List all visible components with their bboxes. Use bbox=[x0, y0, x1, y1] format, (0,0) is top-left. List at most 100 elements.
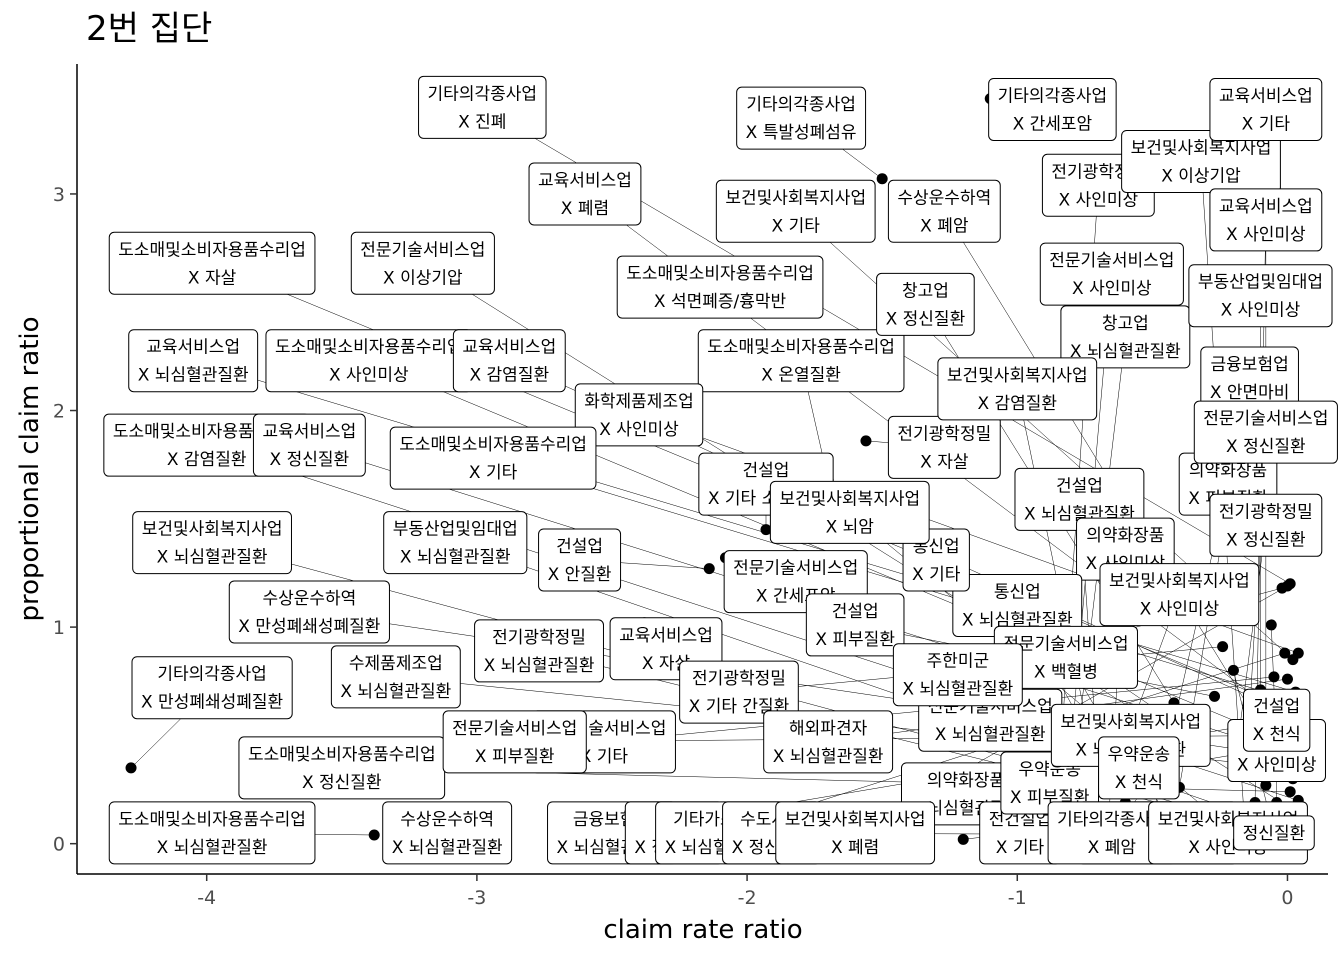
label-disease: X 폐렴 bbox=[831, 838, 879, 858]
label-industry: 건설업 bbox=[743, 461, 790, 481]
point-label: 전기광학정밀 X 기타 간질환 bbox=[679, 660, 799, 724]
label-disease: X 백혈병 bbox=[1034, 662, 1098, 682]
label-box bbox=[383, 511, 528, 575]
label-disease: X 자살 bbox=[642, 654, 691, 674]
label-box bbox=[805, 593, 905, 657]
scatter-point bbox=[876, 173, 888, 185]
label-box bbox=[937, 357, 1098, 421]
chart-title: 2번 집단 bbox=[86, 9, 212, 49]
label-disease: X 폐암 bbox=[1088, 838, 1137, 858]
label-box bbox=[330, 645, 461, 709]
point-label: 보건및사회복지사업 X 뇌심혈관질환 bbox=[132, 511, 292, 575]
label-industry: 전기광학정밀 bbox=[692, 669, 786, 689]
label-industry: 도소매및소비자용품수리업 bbox=[399, 435, 587, 455]
label-industry: 건설업 bbox=[1253, 697, 1300, 717]
label-disease: X 특발성폐섬유 bbox=[746, 123, 857, 143]
label-box bbox=[715, 179, 876, 243]
x-tick-label: 0 bbox=[1281, 887, 1293, 909]
scatter-point bbox=[1279, 647, 1291, 659]
label-disease: X 폐렴 bbox=[561, 199, 609, 219]
label-disease: X 폐암 bbox=[920, 216, 969, 236]
label-box bbox=[574, 383, 704, 447]
label-disease: X 자살 bbox=[188, 268, 237, 288]
x-tick-label: -2 bbox=[738, 887, 757, 909]
x-tick-label: -3 bbox=[467, 887, 486, 909]
label-box bbox=[128, 329, 259, 393]
scatter-point bbox=[703, 563, 715, 575]
label-disease: X 피부질환 bbox=[475, 747, 555, 767]
label-box bbox=[892, 643, 1023, 707]
label-disease: X 기타 간질환 bbox=[689, 697, 790, 717]
label-disease: X 사인미상 bbox=[1059, 190, 1139, 210]
label-box bbox=[131, 656, 293, 720]
label-disease: X 만성폐쇄성폐질환 bbox=[141, 693, 283, 713]
label-disease: X 안면마비 bbox=[1210, 383, 1290, 403]
label-disease: X 진폐 bbox=[458, 112, 506, 132]
x-tick-label: -1 bbox=[1008, 887, 1027, 909]
label-box bbox=[108, 801, 316, 865]
label-industry: 보건및사회복지사업 bbox=[785, 810, 926, 830]
label-industry: 교육서비스업 bbox=[1219, 86, 1313, 106]
label-industry: 건설업 bbox=[556, 537, 603, 557]
label-industry: 기타의각종사업 bbox=[746, 95, 855, 115]
label-industry: 도소매및소비자용품수리업 bbox=[248, 745, 436, 765]
label-disease: X 이상기압 bbox=[1161, 166, 1241, 186]
label-box bbox=[1060, 305, 1191, 369]
label-industry: 기타의각종사업 bbox=[1057, 810, 1166, 830]
label-box bbox=[1209, 188, 1323, 252]
label-box bbox=[887, 179, 1001, 243]
label-industry: 보건및사회복지사업 bbox=[142, 520, 283, 540]
axes bbox=[76, 64, 1328, 875]
scatter-point bbox=[1268, 671, 1280, 683]
label-disease: X 뇌심혈관질환 bbox=[157, 548, 268, 568]
label-disease: X 사인미상 bbox=[1072, 279, 1152, 299]
point-label: 보건및사회복지사업 X 폐렴 bbox=[775, 801, 936, 865]
label-industry: 수상운수하역 bbox=[262, 589, 356, 609]
label-disease: X 기타 bbox=[996, 838, 1045, 858]
y-axis-title: proportional claim ratio bbox=[15, 316, 45, 621]
label-disease: X 뇌심혈관질환 bbox=[935, 725, 1046, 745]
label-box bbox=[382, 801, 513, 865]
label-box bbox=[1233, 815, 1315, 851]
label-industry: 우약운송 bbox=[1108, 745, 1171, 765]
label-industry: 건설업 bbox=[832, 602, 879, 622]
label-disease: X 정신질환 bbox=[1226, 530, 1306, 550]
label-industry: 도소매및소비자용품수리업 bbox=[275, 338, 463, 358]
label-box bbox=[538, 528, 622, 592]
scatter-point bbox=[1284, 578, 1296, 590]
label-box bbox=[616, 255, 824, 319]
label-disease: X 기타 bbox=[912, 565, 961, 585]
label-industry: 교육서비스업 bbox=[1219, 197, 1313, 217]
label-box bbox=[1121, 129, 1281, 193]
label-box bbox=[1209, 493, 1323, 557]
label-disease: X 감염질환 bbox=[469, 366, 549, 386]
label-industry: 도소매및소비자용품수리업 bbox=[626, 264, 814, 284]
label-industry: 해외파견자 bbox=[789, 719, 868, 739]
label-disease: X 뇌심혈관질환 bbox=[1070, 342, 1181, 362]
label-industry: 수제품제조업 bbox=[349, 654, 443, 674]
label-industry: 전기광학정밀 bbox=[897, 424, 991, 444]
label-industry: 창고업 bbox=[902, 281, 949, 301]
label-disease: X 사인미상 bbox=[1226, 225, 1306, 245]
label-disease: X 뇌심혈관질환 bbox=[902, 680, 1013, 700]
label-disease: X 온열질환 bbox=[761, 366, 841, 386]
label-industry: 보건및사회복지사업 bbox=[1131, 138, 1272, 158]
label-box bbox=[252, 413, 366, 477]
